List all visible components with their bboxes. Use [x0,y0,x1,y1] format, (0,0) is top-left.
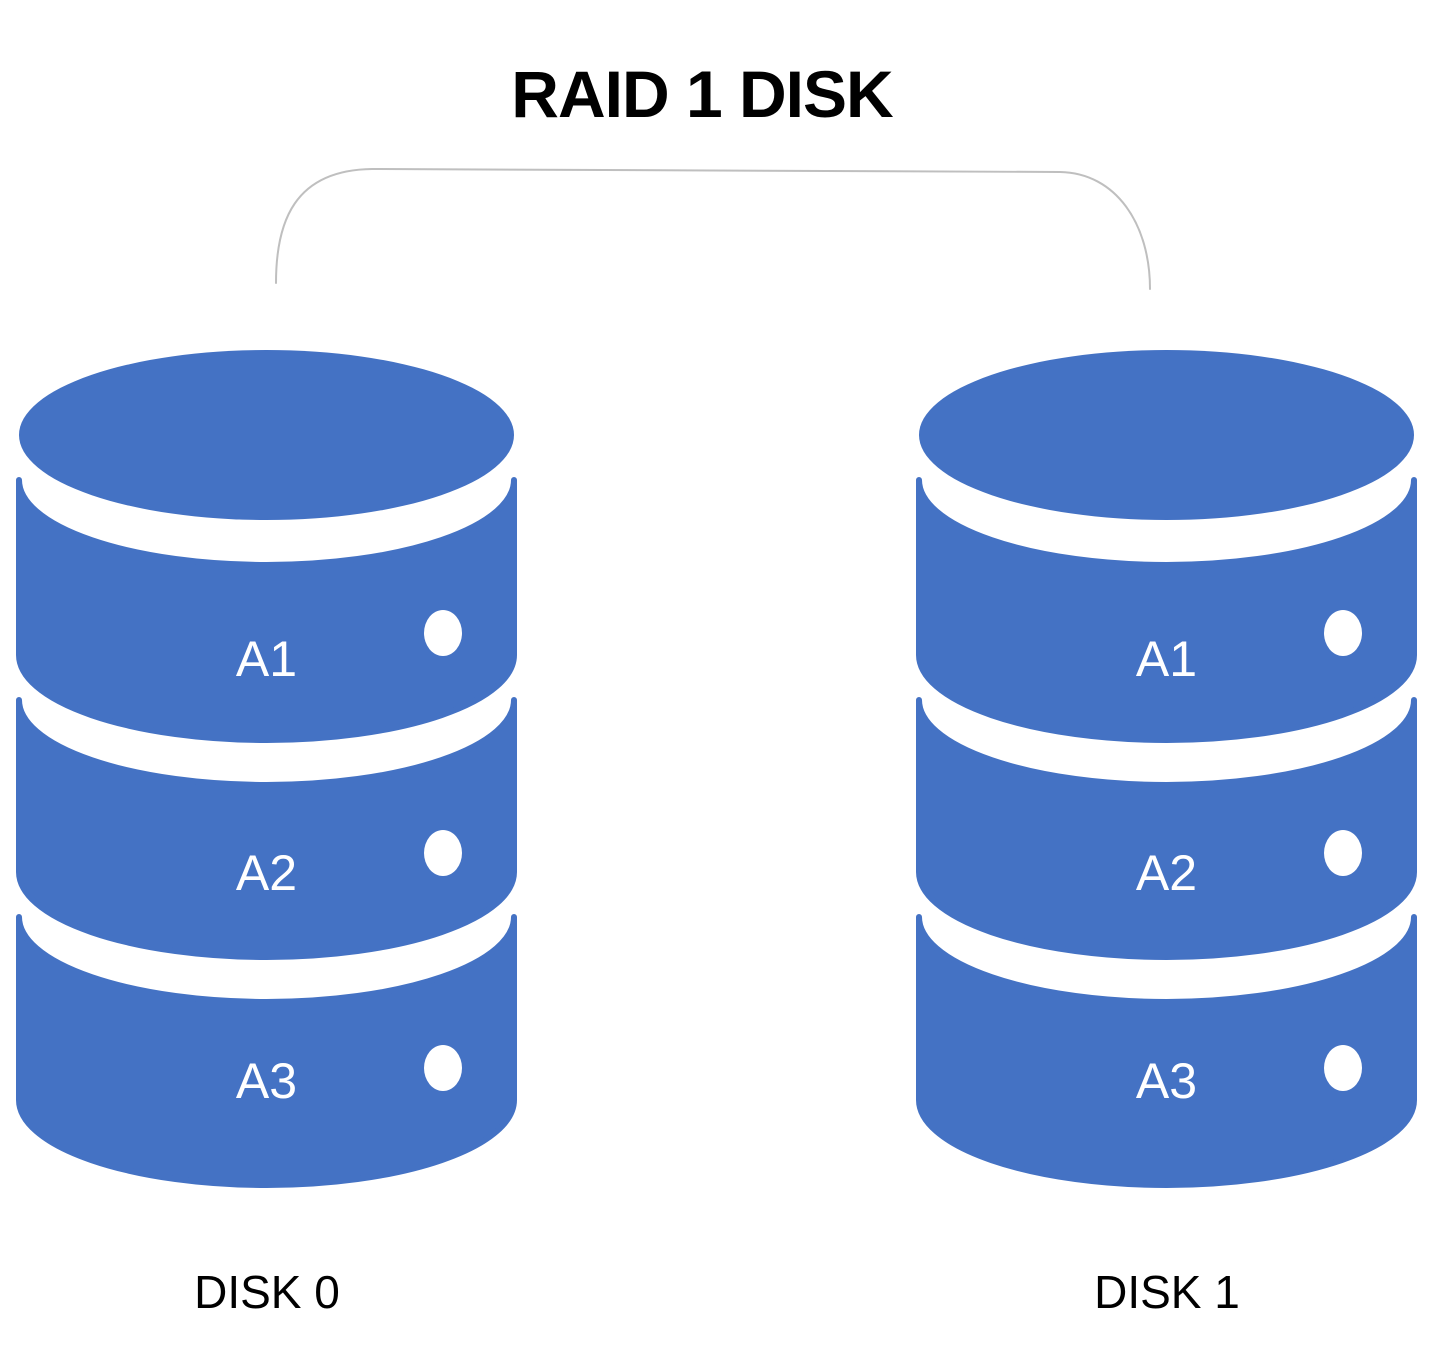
disk-1-cylinder: A1 A2 A3 [916,350,1417,1188]
disk-block-band [16,914,517,1188]
diagram-title: RAID 1 DISK [511,57,894,131]
disk-top-ellipse [19,350,514,520]
disk-block-label: A1 [236,631,297,687]
disk-block-band [16,477,517,743]
disk-block-label: A1 [1136,631,1197,687]
disk-1-caption: DISK 1 [1094,1266,1240,1318]
disk-block-band [916,477,1417,743]
disk-block-label: A2 [236,845,297,901]
disk-block-band [916,697,1417,960]
white-dot-icon [1324,610,1362,656]
disk-block-label: A2 [1136,845,1197,901]
white-dot-icon [1324,830,1362,876]
disk-top-ellipse [919,350,1414,520]
disk-block-band [16,697,517,960]
disk-0-cylinder: A1 A2 A3 [16,350,517,1188]
white-dot-icon [1324,1045,1362,1091]
disk-block-band [916,914,1417,1188]
disk-0-caption: DISK 0 [194,1266,340,1318]
white-dot-icon [424,1045,462,1091]
white-dot-icon [424,610,462,656]
disk-block-label: A3 [1136,1053,1197,1109]
disk-block-label: A3 [236,1053,297,1109]
mirror-connector-line [275,167,1151,290]
white-dot-icon [424,830,462,876]
